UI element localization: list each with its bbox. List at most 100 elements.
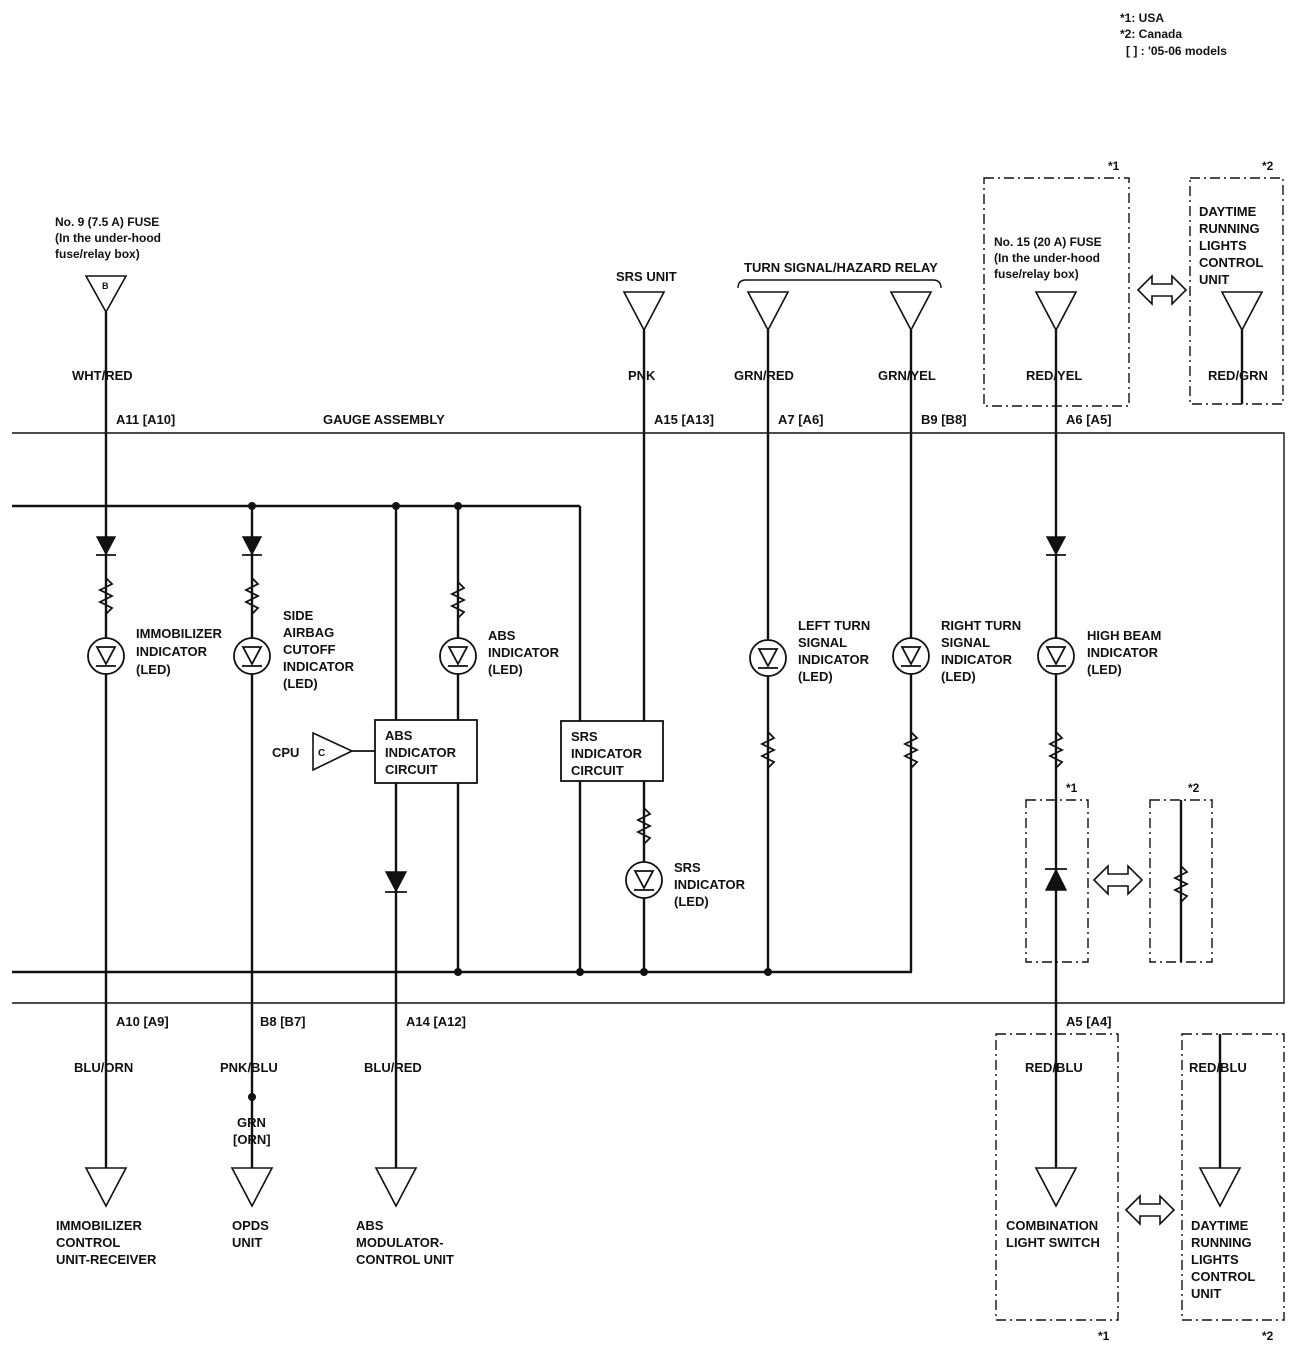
right-turn-ind-line1: RIGHT TURN bbox=[941, 618, 1021, 633]
right-turn-led-triangle bbox=[900, 646, 922, 666]
wire-wht-red: WHT/RED bbox=[72, 368, 133, 383]
pin-a15: A15 [A13] bbox=[654, 412, 714, 427]
fuse15-box-note: *1 bbox=[1108, 159, 1120, 173]
fuse9-label: No. 9 (7.5 A) FUSE (In the under-hood fu… bbox=[55, 215, 161, 261]
legend-canada: *2: Canada bbox=[1120, 27, 1182, 41]
dest-abs-line2: MODULATOR- bbox=[356, 1235, 444, 1250]
drl-top-box-note: *2 bbox=[1262, 159, 1274, 173]
fuse15-connector-triangle bbox=[1034, 291, 1078, 332]
high-beam-led bbox=[1037, 637, 1075, 675]
srs-ground-junction bbox=[640, 968, 648, 976]
dest-combination-line1: COMBINATION bbox=[1006, 1218, 1098, 1233]
wire-blu-red: BLU/RED bbox=[364, 1060, 422, 1075]
wire-pnk: PNK bbox=[628, 368, 656, 383]
bottom-alternative-arrow bbox=[1124, 1194, 1176, 1226]
dest-immobilizer-line2: CONTROL bbox=[56, 1235, 120, 1250]
cpu-connector-triangle bbox=[312, 731, 354, 772]
immobilizer-led-triangle bbox=[95, 646, 117, 666]
high-beam-led-triangle bbox=[1045, 646, 1067, 666]
wire-red-blu-2: RED/BLU bbox=[1189, 1060, 1247, 1075]
srs-circuit-line3: CIRCUIT bbox=[571, 763, 624, 778]
immobilizer-ind-line2: INDICATOR bbox=[136, 644, 208, 659]
drl-top-line4: CONTROL bbox=[1199, 255, 1263, 270]
dest-drl-line5: UNIT bbox=[1191, 1286, 1221, 1301]
abs-circuit-line1: ABS bbox=[385, 728, 413, 743]
wire-red-blu-1: RED/BLU bbox=[1025, 1060, 1083, 1075]
pin-a11: A11 [A10] bbox=[116, 412, 175, 427]
immobilizer-diode bbox=[95, 536, 117, 556]
srs-led-triangle bbox=[633, 870, 655, 890]
drl-bottom-box-note: *2 bbox=[1262, 1329, 1274, 1343]
wire-grn-red: GRN/RED bbox=[734, 368, 794, 383]
dest-opds-line2: UNIT bbox=[232, 1235, 262, 1250]
high-beam-diode bbox=[1045, 536, 1067, 556]
fuse9-line3: fuse/relay box) bbox=[55, 247, 140, 261]
drl-top-dashed-box bbox=[1189, 177, 1284, 405]
drl-bottom-triangle bbox=[1198, 1167, 1242, 1208]
legend-usa: *1: USA bbox=[1120, 11, 1164, 25]
canada-resistor-option-note: *2 bbox=[1188, 781, 1200, 795]
fuse9-terminal: B bbox=[102, 281, 109, 291]
dest-combination-line2: LIGHT SWITCH bbox=[1006, 1235, 1100, 1250]
fuse9-line2: (In the under-hood bbox=[55, 231, 161, 245]
bus-ground-junction bbox=[576, 968, 584, 976]
wire-blu-orn: BLU/ORN bbox=[74, 1060, 133, 1075]
abs-ground-junction bbox=[454, 968, 462, 976]
left-turn-resistor bbox=[759, 731, 777, 769]
usa-diode-option-note: *1 bbox=[1066, 781, 1078, 795]
pin-a7: A7 [A6] bbox=[778, 412, 824, 427]
abs-led bbox=[439, 637, 477, 675]
abs-ind-line3: (LED) bbox=[488, 662, 523, 677]
srs-indicator-circuit-box bbox=[560, 720, 664, 782]
wire-red-yel: RED/YEL bbox=[1026, 368, 1082, 383]
immobilizer-ind-line3: (LED) bbox=[136, 662, 171, 677]
legend: *1: USA *2: Canada [ ] : '05-06 models bbox=[1120, 11, 1227, 58]
usa-option-diode bbox=[1044, 868, 1068, 891]
wire-red-grn: RED/GRN bbox=[1208, 368, 1268, 383]
wire-grn: GRN bbox=[237, 1115, 266, 1130]
pin-a6: A6 [A5] bbox=[1066, 412, 1112, 427]
cpu-label: CPU bbox=[272, 745, 299, 760]
side-airbag-ind-line5: (LED) bbox=[283, 676, 318, 691]
srs-ind-line3: (LED) bbox=[674, 894, 709, 909]
opds-unit-triangle bbox=[230, 1167, 274, 1208]
srs-led-resistor bbox=[635, 807, 653, 845]
drl-bottom-dashed-box bbox=[1181, 1033, 1285, 1321]
fuse15-line1: No. 15 (20 A) FUSE bbox=[994, 235, 1102, 249]
immobilizer-unit-triangle bbox=[84, 1167, 128, 1208]
dest-drl-line1: DAYTIME bbox=[1191, 1218, 1249, 1233]
combination-switch-dashed-box bbox=[995, 1033, 1119, 1321]
combination-box-note: *1 bbox=[1098, 1329, 1110, 1343]
abs-ind-line1: ABS bbox=[488, 628, 516, 643]
left-turn-led bbox=[749, 639, 787, 677]
turn-relay-right-triangle bbox=[889, 291, 933, 332]
pin-a5: A5 [A4] bbox=[1066, 1014, 1112, 1029]
left-turn-led-triangle bbox=[757, 648, 779, 668]
abs-indicator-circuit-box bbox=[374, 719, 478, 784]
turn-relay-label: TURN SIGNAL/HAZARD RELAY bbox=[744, 260, 938, 275]
side-airbag-ind-line1: SIDE bbox=[283, 608, 314, 623]
pin-a10: A10 [A9] bbox=[116, 1014, 169, 1029]
left-turn-ind-line4: (LED) bbox=[798, 669, 833, 684]
srs-ind-line2: INDICATOR bbox=[674, 877, 746, 892]
drl-top-connector-triangle bbox=[1220, 291, 1264, 332]
immobilizer-ind-line1: IMMOBILIZER bbox=[136, 626, 223, 641]
immobilizer-resistor bbox=[97, 577, 115, 615]
dest-immobilizer-line3: UNIT-RECEIVER bbox=[56, 1252, 157, 1267]
fuse9-connector-triangle bbox=[84, 275, 128, 314]
high-beam-ind-line2: INDICATOR bbox=[1087, 645, 1159, 660]
wire-orn: [ORN] bbox=[233, 1132, 271, 1147]
left-turn-ind-line1: LEFT TURN bbox=[798, 618, 870, 633]
pin-b9: B9 [B8] bbox=[921, 412, 967, 427]
right-turn-ind-line3: INDICATOR bbox=[941, 652, 1013, 667]
dest-drl-line2: RUNNING bbox=[1191, 1235, 1252, 1250]
pin-a14: A14 [A12] bbox=[406, 1014, 466, 1029]
abs-circuit-line3: CIRCUIT bbox=[385, 762, 438, 777]
abs-led-resistor bbox=[449, 581, 467, 619]
side-airbag-led-triangle bbox=[241, 646, 263, 666]
srs-unit-label: SRS UNIT bbox=[616, 269, 677, 284]
srs-led bbox=[625, 861, 663, 899]
fuse15-line3: fuse/relay box) bbox=[994, 267, 1079, 281]
high-beam-resistor bbox=[1047, 731, 1065, 769]
